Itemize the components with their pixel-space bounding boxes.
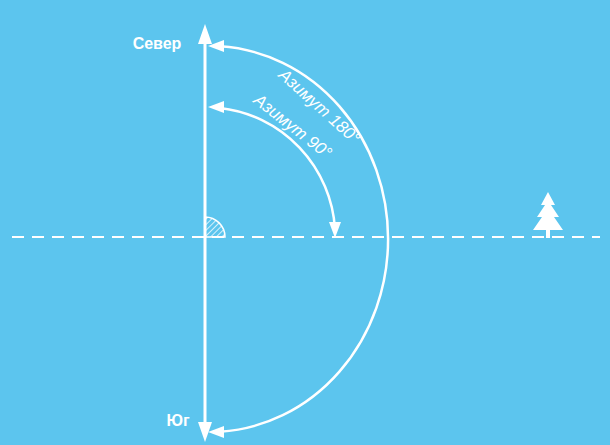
arc-arrowhead: [208, 426, 224, 438]
arc-arrowhead: [208, 40, 224, 52]
arc-arrowhead: [329, 222, 341, 238]
arc-arrowhead: [208, 101, 224, 113]
meridian-line: [204, 34, 207, 432]
tree-landmark: [533, 192, 563, 238]
azimuth-180-arc: [220, 46, 388, 431]
direction-label: Юг: [166, 413, 189, 429]
angle-mark: [205, 217, 225, 237]
direction-label: Север: [133, 36, 182, 52]
north-arrowhead: [198, 24, 212, 44]
direction-line: [12, 236, 600, 238]
